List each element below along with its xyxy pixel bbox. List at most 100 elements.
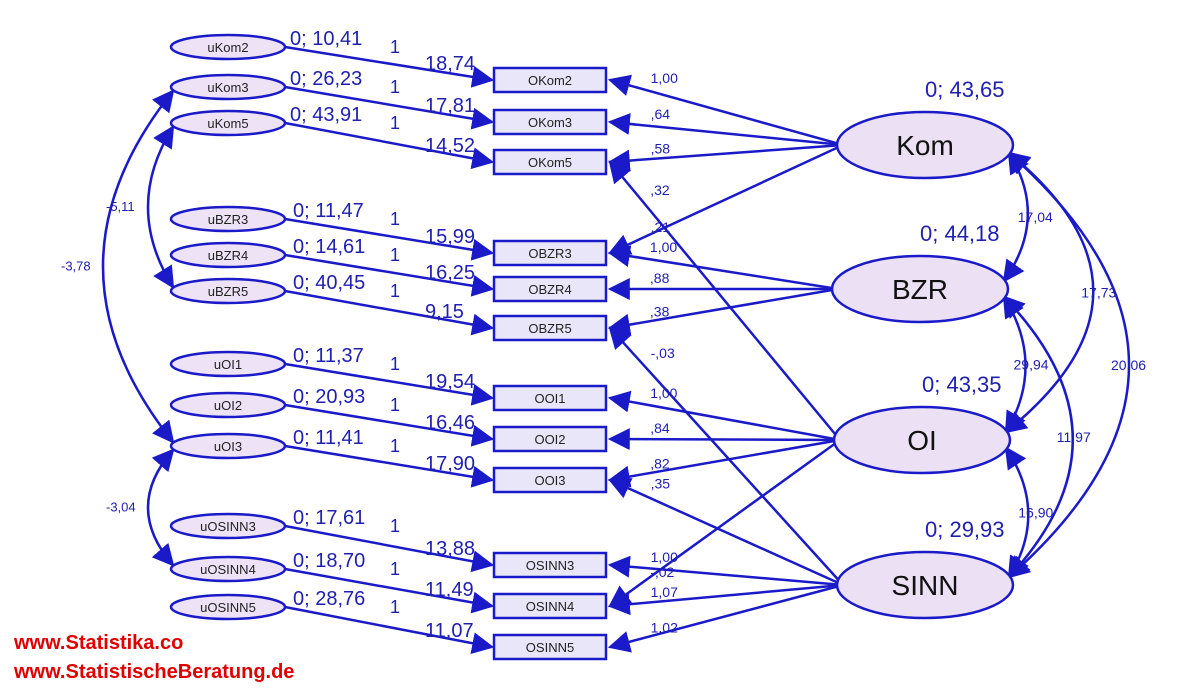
errcov-label-ukom3-uoi3: -3,78: [61, 259, 91, 274]
error-label: uKom5: [207, 116, 248, 131]
path-bzr-obzr3: [607, 245, 839, 291]
loading-oi-okom5: ,32: [650, 182, 670, 198]
observed-box[interactable]: [492, 275, 608, 303]
path-sinn-ooi3: [607, 478, 844, 587]
error-uosinn4[interactable]: uOSINN4: [169, 555, 287, 583]
error-ellipse[interactable]: [169, 205, 287, 233]
error-ellipse[interactable]: [169, 33, 287, 61]
observed-ooi3[interactable]: OOI3: [492, 466, 608, 494]
error-weight-ubzr5: 1: [390, 281, 400, 301]
loading-oi-ooi3: ,82: [650, 455, 670, 471]
error-ubzr3[interactable]: uBZR3: [169, 205, 287, 233]
observed-osinn3[interactable]: OSINN3: [492, 551, 608, 579]
error-label: uOSINN4: [200, 562, 256, 577]
error-ellipse[interactable]: [169, 109, 287, 137]
observed-ooi1[interactable]: OOI1: [492, 384, 608, 412]
error-uosinn3[interactable]: uOSINN3: [169, 512, 287, 540]
error-weight-ukom3: 1: [390, 77, 400, 97]
observed-label: OKom2: [528, 73, 572, 88]
error-ellipse[interactable]: [169, 555, 287, 583]
error-label: uOSINN3: [200, 519, 256, 534]
observed-obzr5[interactable]: OBZR5: [492, 314, 608, 342]
observed-box[interactable]: [492, 314, 608, 342]
error-ellipse[interactable]: [169, 391, 287, 419]
latent-ellipse[interactable]: [830, 254, 1010, 324]
latent-oi[interactable]: OI: [832, 405, 1012, 475]
latent-ellipse[interactable]: [832, 405, 1012, 475]
error-weight-ukom2: 1: [390, 37, 400, 57]
error-ellipse[interactable]: [169, 277, 287, 305]
error-ellipse[interactable]: [169, 593, 287, 621]
error-uosinn5[interactable]: uOSINN5: [169, 593, 287, 621]
watermark-statistische-beratung[interactable]: www.StatistischeBeratung.de: [14, 661, 295, 683]
observed-okom2[interactable]: OKom2: [492, 66, 608, 94]
path-oi-ooi2: [607, 428, 841, 451]
error-ukom5[interactable]: uKom5: [169, 109, 287, 137]
loading-oi-osinn4: -,02: [650, 564, 674, 580]
observed-ooi2[interactable]: OOI2: [492, 425, 608, 453]
error-ukom2[interactable]: uKom2: [169, 33, 287, 61]
errcov-ukom3-uoi3: [101, 89, 175, 444]
observed-box[interactable]: [492, 239, 608, 267]
error-ellipse[interactable]: [169, 350, 287, 378]
latent-label: Kom: [896, 130, 954, 161]
error-uoi1[interactable]: uOI1: [169, 350, 287, 378]
latent-ellipse[interactable]: [835, 550, 1015, 620]
error-ubzr4[interactable]: uBZR4: [169, 241, 287, 269]
error-uoi2[interactable]: uOI2: [169, 391, 287, 419]
path-ukom5: [284, 121, 495, 170]
observed-osinn5[interactable]: OSINN5: [492, 633, 608, 661]
observed-box[interactable]: [492, 592, 608, 620]
latent-variance-oi: 0; 43,35: [922, 372, 1002, 397]
watermark-statistika[interactable]: www.Statistika.co: [14, 632, 184, 654]
observed-osinn4[interactable]: OSINN4: [492, 592, 608, 620]
loading-bzr-obzr3: 1,00: [650, 239, 677, 255]
intercept-obzr5: 9,15: [425, 301, 464, 323]
latent-sinn[interactable]: SINN: [835, 550, 1015, 620]
observed-box[interactable]: [492, 108, 608, 136]
loading-kom-okom2: 1,00: [651, 70, 678, 86]
path-uoi3: [284, 444, 495, 488]
loading-sinn-ooi3: ,35: [651, 476, 671, 492]
error-ubzr5[interactable]: uBZR5: [169, 277, 287, 305]
error-variance-ukom5: 0; 43,91: [290, 104, 362, 126]
error-label: uBZR5: [208, 284, 248, 299]
observed-label: OBZR4: [528, 282, 571, 297]
path-oi-ooi1: [607, 390, 841, 442]
intercept-ooi3: 17,90: [425, 453, 475, 475]
observed-box[interactable]: [492, 425, 608, 453]
observed-box[interactable]: [492, 148, 608, 176]
observed-box[interactable]: [492, 633, 608, 661]
cov-oi-sinn: [1004, 446, 1030, 579]
path-uosinn5: [284, 605, 495, 655]
observed-box[interactable]: [492, 466, 608, 494]
error-ellipse[interactable]: [169, 241, 287, 269]
intercept-osinn5: 11,07: [425, 620, 474, 642]
latent-kom[interactable]: Kom: [835, 110, 1015, 180]
observed-box[interactable]: [492, 551, 608, 579]
error-ellipse[interactable]: [169, 73, 287, 101]
latent-ellipse[interactable]: [835, 110, 1015, 180]
errcov-label-ukom5-ubzr5: -5,11: [106, 199, 135, 214]
error-uoi3[interactable]: uOI3: [169, 432, 287, 460]
error-ellipse[interactable]: [169, 512, 287, 540]
latent-variance-kom: 0; 43,65: [925, 77, 1005, 102]
observed-box[interactable]: [492, 66, 608, 94]
observed-label: OSINN5: [526, 640, 574, 655]
latent-bzr[interactable]: BZR: [830, 254, 1010, 324]
path-sinn-osinn5: [607, 583, 844, 653]
error-ukom3[interactable]: uKom3: [169, 73, 287, 101]
error-ellipse[interactable]: [169, 432, 287, 460]
observed-okom5[interactable]: OKom5: [492, 148, 608, 176]
observed-okom3[interactable]: OKom3: [492, 108, 608, 136]
loading-oi-ooi2: ,84: [650, 420, 670, 436]
path-ubzr5: [284, 289, 495, 336]
error-weight-uoi2: 1: [390, 395, 400, 415]
observed-obzr3[interactable]: OBZR3: [492, 239, 608, 267]
error-weight-uosinn3: 1: [390, 516, 400, 536]
observed-obzr4[interactable]: OBZR4: [492, 275, 608, 303]
observed-box[interactable]: [492, 384, 608, 412]
intercept-obzr4: 16,25: [425, 262, 475, 284]
intercept-osinn3: 13,88: [425, 538, 475, 560]
path-kom-okom3: [607, 112, 844, 147]
